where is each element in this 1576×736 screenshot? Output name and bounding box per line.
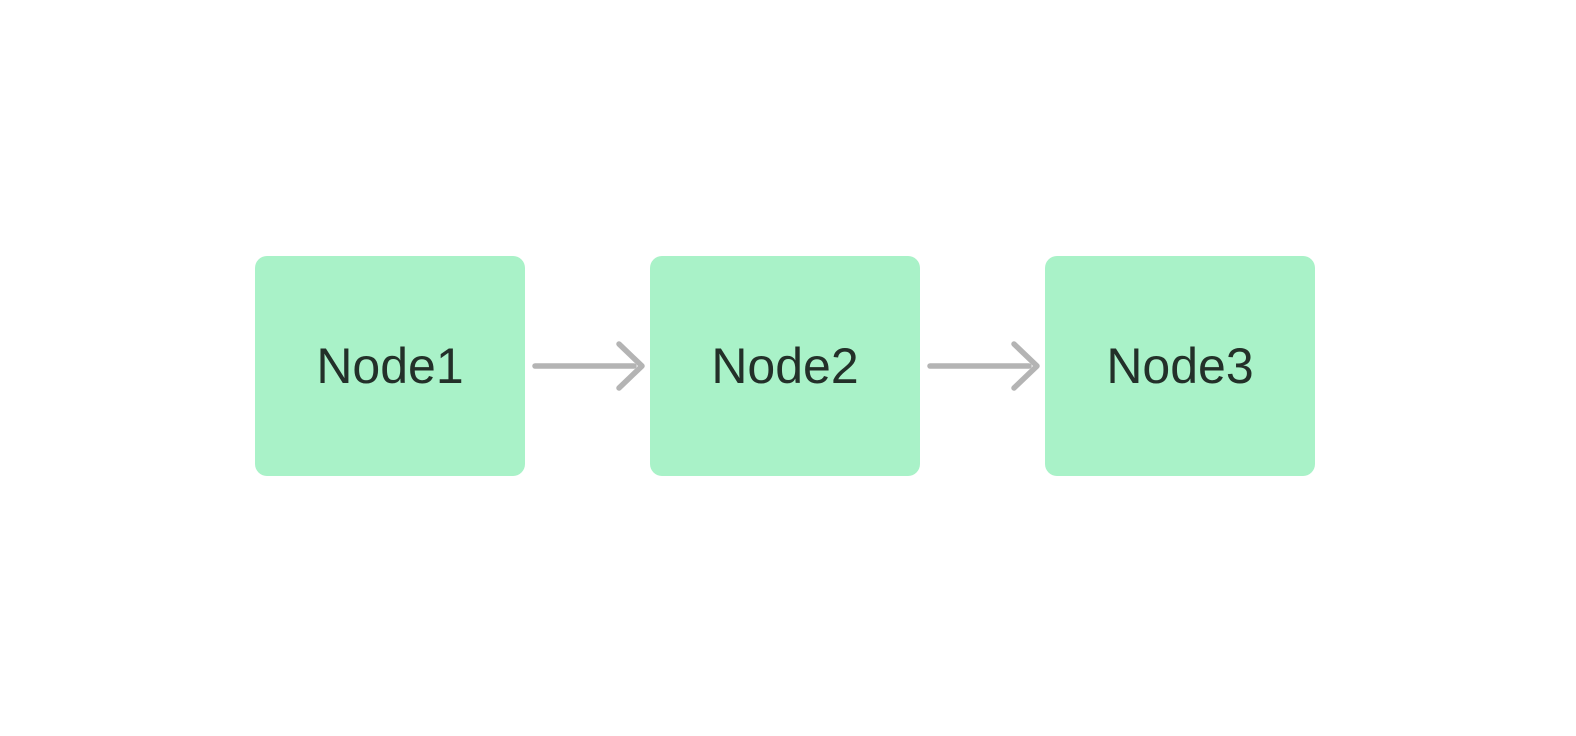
- node-label-node1: Node1: [316, 338, 464, 394]
- node-label-node2: Node2: [711, 338, 859, 394]
- node-label-node3: Node3: [1106, 338, 1254, 394]
- arrow-right-icon: [926, 341, 1040, 391]
- node-node1[interactable]: Node1: [255, 256, 525, 476]
- node-node3[interactable]: Node3: [1045, 256, 1315, 476]
- edge-node2-node3[interactable]: [920, 256, 1045, 476]
- flow-row: Node1 Node2 Node3: [255, 256, 1315, 476]
- edge-node1-node2[interactable]: [525, 256, 650, 476]
- arrow-head: [615, 341, 645, 391]
- arrow-head: [1010, 341, 1040, 391]
- arrow-right-icon: [531, 341, 645, 391]
- node-node2[interactable]: Node2: [650, 256, 920, 476]
